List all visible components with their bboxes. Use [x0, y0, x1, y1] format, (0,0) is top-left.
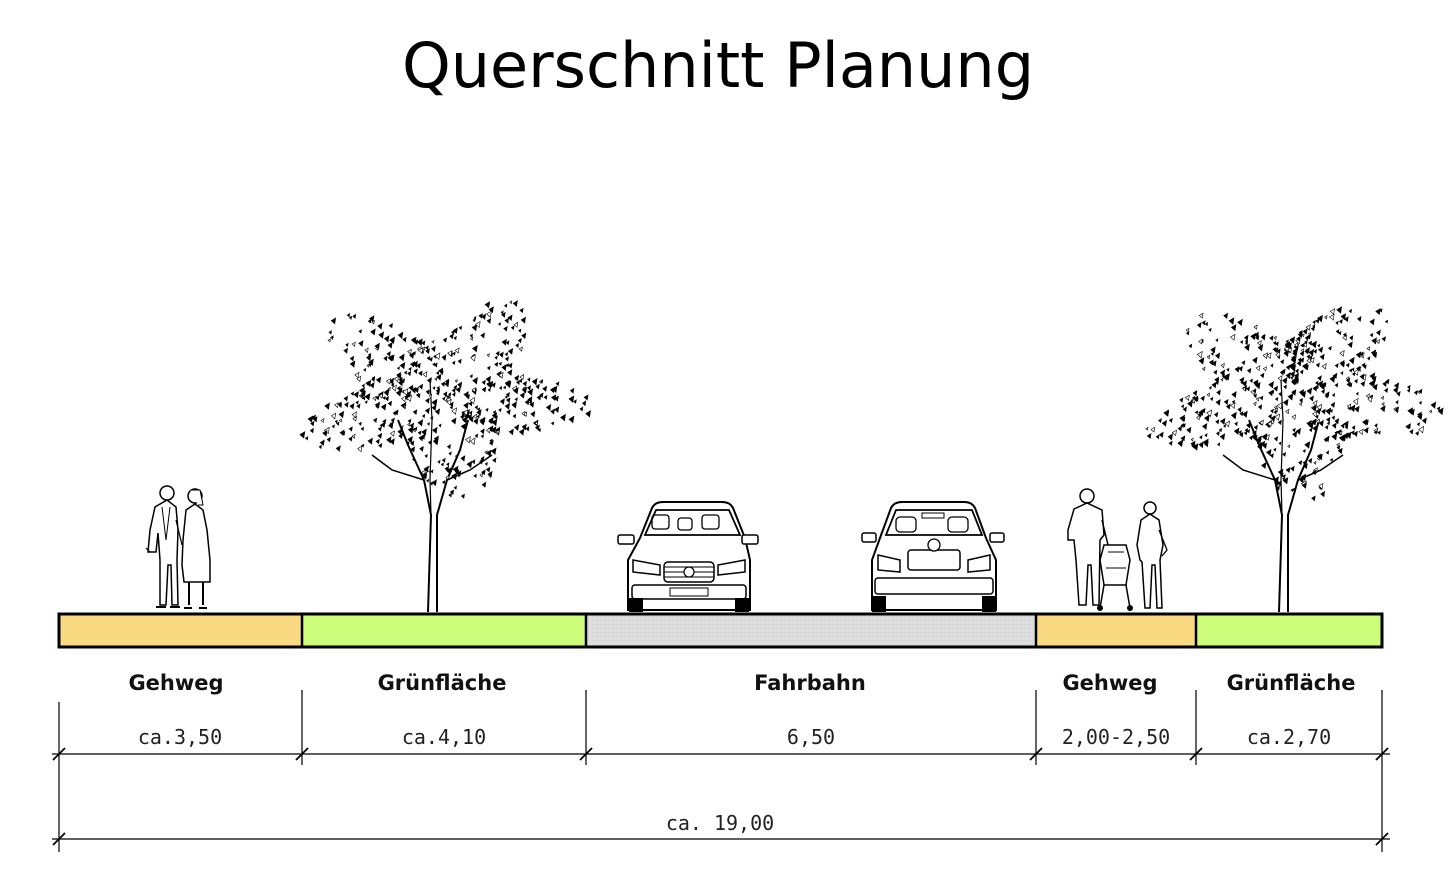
- ground-strip: [57, 612, 1384, 649]
- dimension-total: ca. 19,00: [666, 811, 774, 835]
- dimension-gehweg-right: 2,00-2,50: [1062, 725, 1170, 749]
- tree-icon: [299, 300, 591, 613]
- gehweg-left-surface: [59, 614, 302, 647]
- page-title: Querschnitt Planung: [402, 29, 1034, 102]
- dimension-gruenflaeche-left: ca.4,10: [402, 725, 486, 749]
- gruenflaeche-right-surface: [1196, 614, 1382, 647]
- label-gruenflaeche-left: Grünfläche: [378, 671, 507, 695]
- label-gehweg-left: Gehweg: [128, 671, 223, 695]
- label-fahrbahn: Fahrbahn: [754, 671, 866, 695]
- dimension-gehweg-left: ca.3,50: [138, 725, 222, 749]
- fahrbahn-surface: [586, 614, 1036, 647]
- label-gehweg-right: Gehweg: [1062, 671, 1157, 695]
- car-rear-icon: [861, 501, 1005, 612]
- label-gruenflaeche-right: Grünfläche: [1227, 671, 1356, 695]
- gehweg-right-surface: [1036, 614, 1196, 647]
- tree-icon: [1145, 306, 1444, 613]
- car-front-icon: [617, 501, 759, 612]
- gruenflaeche-left-surface: [302, 614, 586, 647]
- pedestrians-with-stroller-icon: [1067, 488, 1168, 611]
- dimension-gruenflaeche-right: ca.2,70: [1247, 725, 1331, 749]
- pedestrian-couple-icon: [145, 485, 211, 609]
- dimension-lines: [52, 690, 1390, 852]
- dimension-fahrbahn: 6,50: [787, 725, 835, 749]
